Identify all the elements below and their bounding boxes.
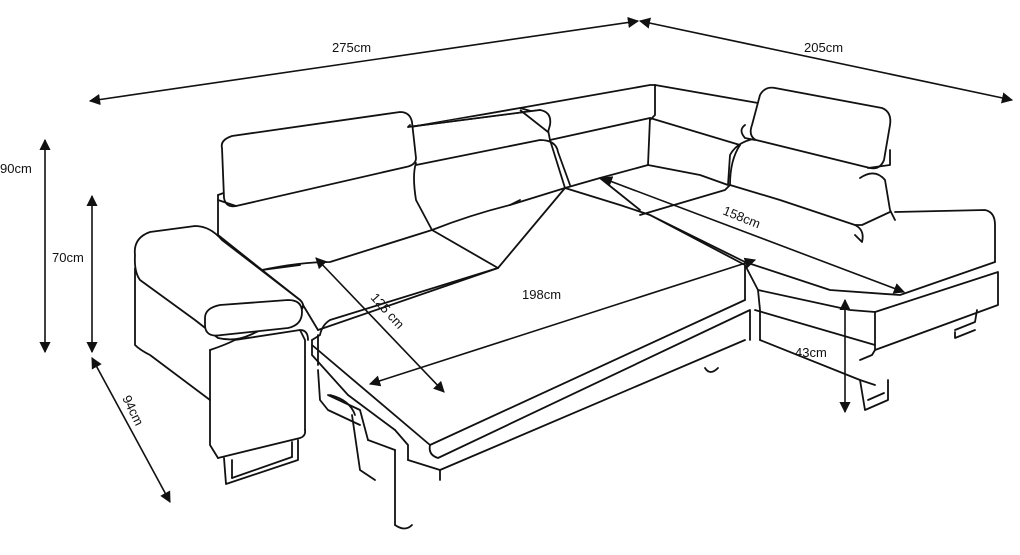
dim-line-125 xyxy=(315,257,445,393)
dim-line-205 xyxy=(638,17,1014,104)
dim-line-94 xyxy=(91,357,171,503)
dim-line-275 xyxy=(88,16,640,106)
label-length-side: 205cm xyxy=(804,40,843,55)
label-bed-length: 198cm xyxy=(522,287,561,302)
dimension-lines xyxy=(39,16,1014,503)
label-chaise-inner: 158cm xyxy=(721,203,763,232)
label-height-back: 70cm xyxy=(52,250,84,265)
label-height-total: 90cm xyxy=(0,161,32,176)
dim-line-158 xyxy=(600,176,906,294)
label-depth: 94cm xyxy=(119,393,146,428)
label-length-main: 275cm xyxy=(332,40,371,55)
sofa-outline xyxy=(133,84,999,530)
label-seat-height: 43cm xyxy=(795,345,827,360)
